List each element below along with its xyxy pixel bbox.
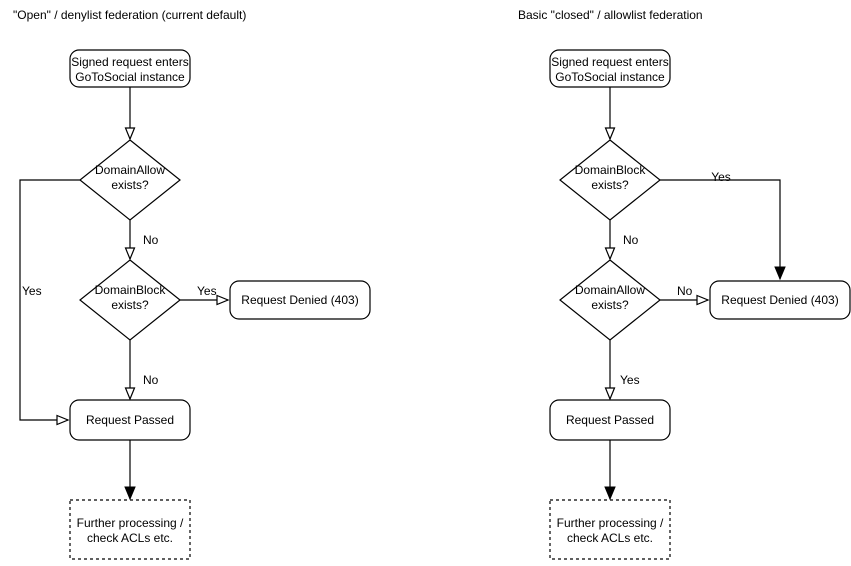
left-decision1-label-line1: DomainAllow bbox=[95, 163, 165, 177]
left-edge-label-decision2-no: No bbox=[143, 373, 159, 387]
left-edge-label-decision1-yes: Yes bbox=[22, 284, 42, 298]
left-further-label-line1: Further processing / bbox=[77, 516, 184, 530]
left-denied-node bbox=[229, 280, 371, 320]
right-edge-label-decision1-yes: Yes bbox=[711, 170, 731, 184]
right-further-node bbox=[549, 499, 671, 560]
right-edge-label-decision2-no: No bbox=[677, 284, 693, 298]
left-decision2-label-line1: DomainBlock bbox=[95, 283, 167, 297]
right-decision1-label-line2: exists? bbox=[591, 178, 629, 192]
right-decision2-label-line1: DomainAllow bbox=[575, 283, 645, 297]
right-start-label-line1: Signed request enters bbox=[551, 55, 668, 69]
right-edge-decision1-yes bbox=[660, 179, 786, 281]
left-further-node bbox=[69, 499, 191, 560]
right-further-label-line1: Further processing / bbox=[557, 516, 664, 530]
right-decision1-label-line1: DomainBlock bbox=[575, 163, 647, 177]
right-edge-label-decision1-no: No bbox=[623, 233, 639, 247]
right-denied-label: Request Denied (403) bbox=[721, 293, 838, 307]
left-further-label-line2: check ACLs etc. bbox=[87, 531, 173, 545]
left-edge-label-decision2-yes: Yes bbox=[197, 284, 217, 298]
left-start-label-line1: Signed request enters bbox=[71, 55, 188, 69]
left-start-label-line2: GoToSocial instance bbox=[75, 70, 185, 84]
right-edge-label-decision2-yes: Yes bbox=[620, 373, 640, 387]
left-edge-label-decision1-no: No bbox=[143, 233, 159, 247]
right-decision2-label-line2: exists? bbox=[591, 298, 629, 312]
left-decision2-label-line2: exists? bbox=[111, 298, 149, 312]
left-decision1-label-line2: exists? bbox=[111, 178, 149, 192]
left-edge-decision1-yes bbox=[19, 179, 80, 426]
right-denied-node bbox=[709, 280, 851, 320]
left-denied-label: Request Denied (403) bbox=[241, 293, 358, 307]
right-flowchart: Basic "closed" / allowlist federation Si… bbox=[518, 8, 851, 560]
left-flowchart: "Open" / denylist federation (current de… bbox=[13, 8, 371, 560]
left-passed-label: Request Passed bbox=[86, 413, 174, 427]
right-diagram-title: Basic "closed" / allowlist federation bbox=[518, 8, 703, 22]
left-diagram-title: "Open" / denylist federation (current de… bbox=[13, 8, 246, 22]
right-start-label-line2: GoToSocial instance bbox=[555, 70, 665, 84]
right-further-label-line2: check ACLs etc. bbox=[567, 531, 653, 545]
right-passed-label: Request Passed bbox=[566, 413, 654, 427]
